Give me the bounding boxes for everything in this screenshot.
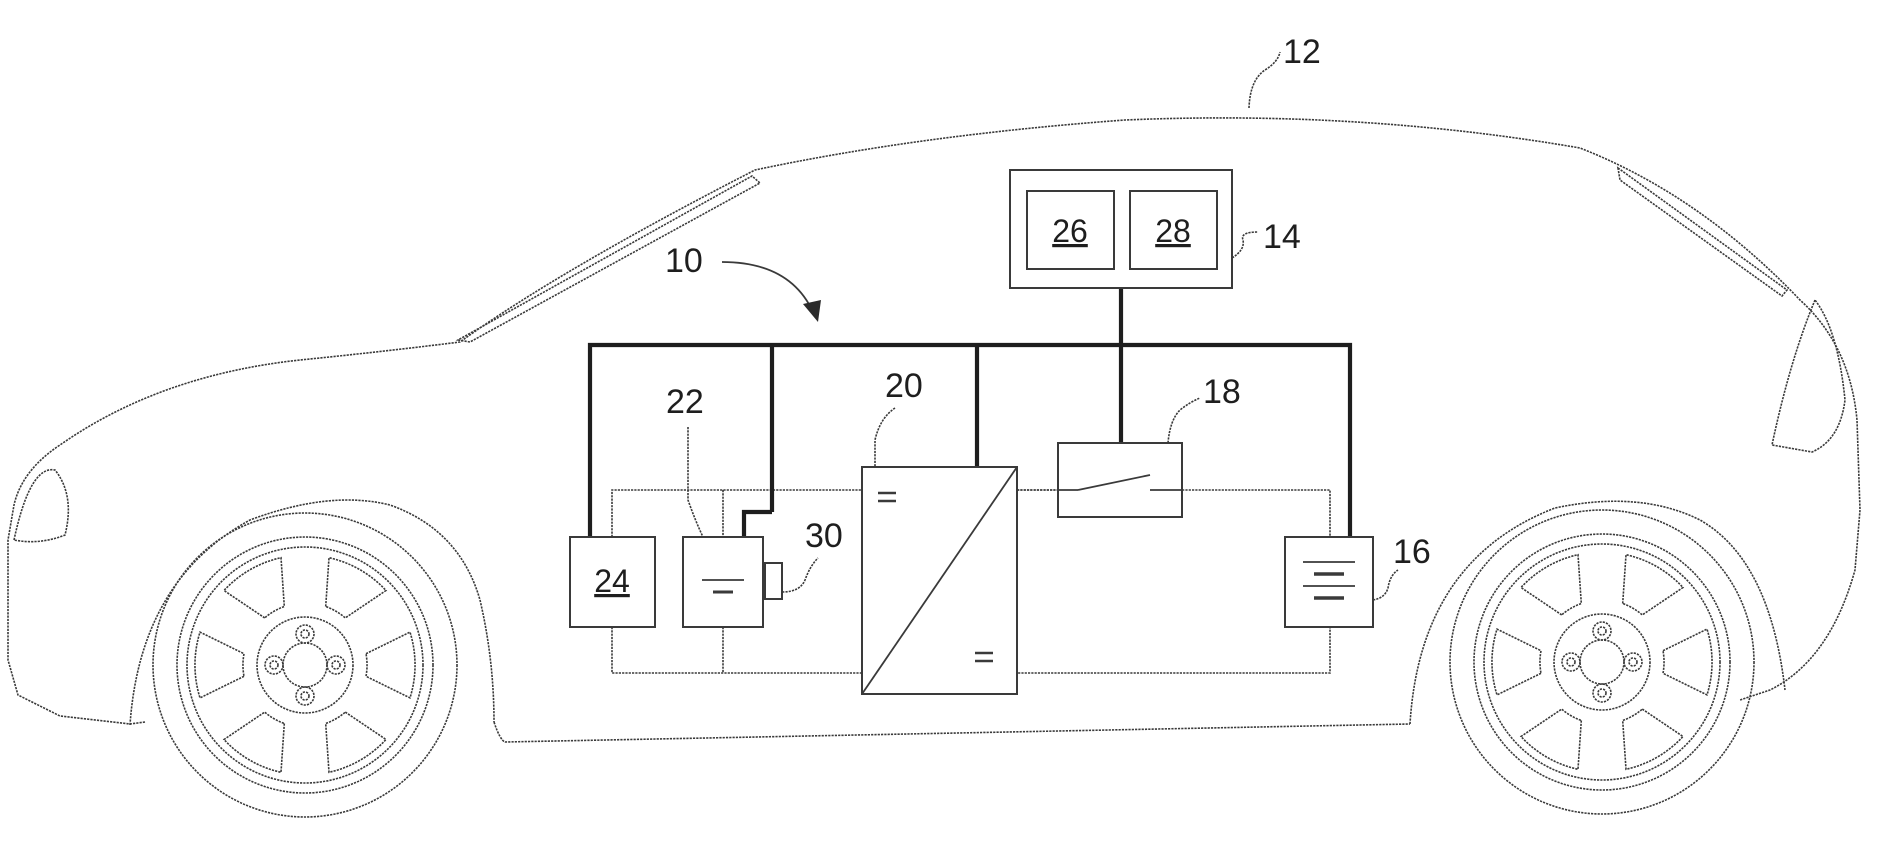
label-12: 12 xyxy=(1283,33,1321,71)
windshield-trim xyxy=(458,176,760,342)
rear-wheel-spoke-window xyxy=(1663,629,1712,695)
leader-14 xyxy=(1232,232,1258,258)
front-wheel-spoke-window xyxy=(366,632,415,698)
leader-10 xyxy=(722,262,813,312)
label-22: 22 xyxy=(666,383,704,421)
rear-wheel-spoke-window xyxy=(1521,709,1581,769)
tail-light xyxy=(1772,300,1845,452)
leader-18 xyxy=(1168,398,1200,443)
label-20: 20 xyxy=(885,367,923,405)
front-wheel-rim-inner xyxy=(187,547,423,783)
rear-wheel-tire xyxy=(1450,510,1754,814)
leader-16 xyxy=(1373,570,1398,600)
rear-wheel-lug-nut xyxy=(1562,653,1580,671)
rear-wheel-lug-nut-center xyxy=(1567,658,1575,666)
label-10: 10 xyxy=(665,242,703,280)
rear-wheel-rim-inner xyxy=(1484,544,1720,780)
rear-wheel-center-cap xyxy=(1580,640,1624,684)
front-wheel-tire xyxy=(153,513,457,817)
front-wheel-spoke-window xyxy=(195,632,244,698)
front-wheel-lug-nut-center xyxy=(301,630,309,638)
sensor-box xyxy=(765,563,782,599)
leader-22 xyxy=(688,427,703,537)
controller-sub-a-label: 26 xyxy=(1052,213,1088,249)
front-wheel-lug-nut-center xyxy=(270,661,278,669)
label-14: 14 xyxy=(1263,218,1301,256)
headlight xyxy=(14,470,68,542)
front-wheel-spoke-window xyxy=(224,558,284,618)
label-18: 18 xyxy=(1203,373,1241,411)
rear-wheel-spoke-window xyxy=(1521,555,1581,615)
car-rocker-line xyxy=(494,722,1410,742)
label-16: 16 xyxy=(1393,533,1431,571)
low-voltage-battery-box xyxy=(683,537,763,627)
rear-wheel-lug-nut xyxy=(1593,622,1611,640)
rear-wheel-spoke-window xyxy=(1492,629,1541,695)
front-wheel-lug-nut xyxy=(327,656,345,674)
rear-wheel-lug-nut-center xyxy=(1598,689,1606,697)
front-wheel-center-cap xyxy=(283,643,327,687)
rear-wheel-lug-nut-center xyxy=(1598,627,1606,635)
rear-wheel-hub xyxy=(1554,614,1650,710)
rear-wheel-lug-nut xyxy=(1624,653,1642,671)
front-wheel-spoke-window xyxy=(224,712,284,772)
front-wheel-lug-nut-center xyxy=(332,661,340,669)
load-label: 24 xyxy=(594,563,630,599)
rear-wheel-spoke-window xyxy=(1623,555,1683,615)
rear-wheel xyxy=(1450,510,1754,814)
leader-30 xyxy=(782,558,818,592)
leader-12 xyxy=(1249,52,1280,108)
rear-wheel-lug-nut-center xyxy=(1629,658,1637,666)
front-wheel-hub xyxy=(257,617,353,713)
rear-window-trim xyxy=(1618,168,1787,296)
front-wheel-spoke-window xyxy=(326,712,386,772)
front-wheel-lug-nut-center xyxy=(301,692,309,700)
front-wheel-spoke-window xyxy=(326,558,386,618)
rear-wheel-spoke-window xyxy=(1623,709,1683,769)
controller-sub-b-label: 28 xyxy=(1155,213,1191,249)
rear-wheel-rim xyxy=(1474,534,1730,790)
front-wheel-lug-nut xyxy=(265,656,283,674)
label-30: 30 xyxy=(805,517,843,555)
signal-bus-sensor-lead xyxy=(744,512,772,537)
leader-10-arrowhead xyxy=(803,300,821,322)
front-wheel xyxy=(153,513,457,817)
switch-box xyxy=(1058,443,1182,517)
rear-wheel-lug-nut xyxy=(1593,684,1611,702)
front-wheel-rim xyxy=(177,537,433,793)
leader-20 xyxy=(875,408,895,467)
front-wheel-lug-nut xyxy=(296,687,314,705)
front-wheel-lug-nut xyxy=(296,625,314,643)
high-voltage-battery-box xyxy=(1285,537,1373,627)
